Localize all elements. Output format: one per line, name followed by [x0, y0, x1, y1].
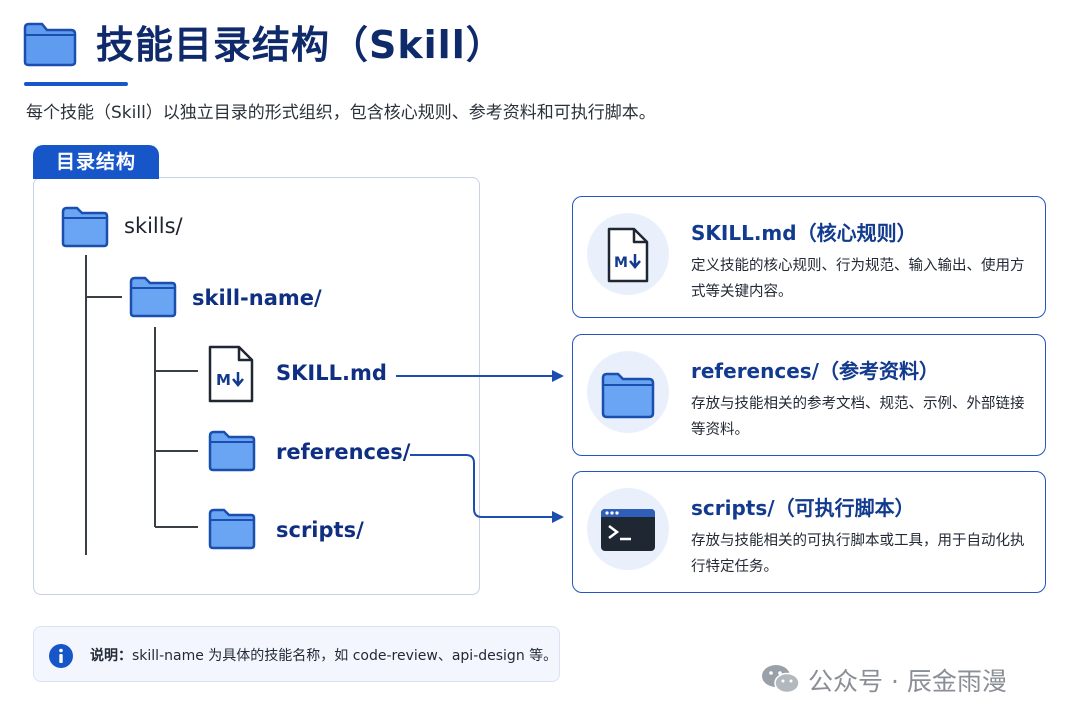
card-description: 存放与技能相关的参考文档、规范、示例、外部链接等资料。	[691, 396, 1025, 438]
page-title: 技能目录结构（Skill）	[96, 23, 505, 67]
card-skill-md: M SKILL.md（核心规则） 定义技能的核心规则、行为规范、输入输出、使用方…	[572, 196, 1046, 318]
svg-text:M: M	[216, 371, 231, 389]
svg-text:M: M	[614, 255, 628, 271]
note-label: 说明：	[90, 648, 132, 664]
folder-icon	[60, 205, 110, 253]
card-title: references/（参考资料）	[691, 359, 939, 383]
watermark-text: 公众号 · 辰金雨漫	[808, 667, 1007, 696]
tree-item-label: scripts/	[276, 518, 364, 542]
card-title: SKILL.md（核心规则）	[691, 221, 917, 245]
tree-child-label: skill-name/	[192, 286, 322, 310]
tree-item-label: SKILL.md	[276, 361, 387, 385]
markdown-file-icon: M	[207, 344, 255, 408]
tree-root-label: skills/	[124, 214, 183, 238]
note-body: skill-name 为具体的技能名称，如 code-review、api-de…	[132, 648, 558, 664]
card-icon-circle	[587, 488, 669, 570]
folder-icon	[601, 372, 655, 419]
card-scripts: scripts/（可执行脚本） 存放与技能相关的可执行脚本或工具，用于自动化执行…	[572, 471, 1046, 593]
card-title: scripts/（可执行脚本）	[691, 496, 915, 520]
card-description: 定义技能的核心规则、行为规范、输入输出、使用方式等关键内容。	[691, 258, 1025, 300]
terminal-icon	[601, 509, 655, 551]
wechat-icon	[762, 665, 800, 694]
note-text: 说明：skill-name 为具体的技能名称，如 code-review、api…	[90, 645, 557, 665]
title-folder-icon	[22, 20, 78, 68]
title-underline	[24, 82, 128, 86]
folder-icon	[207, 429, 257, 477]
tree-item-label: references/	[276, 440, 411, 464]
watermark: 公众号 · 辰金雨漫	[760, 658, 1060, 698]
markdown-file-icon: M	[607, 227, 649, 283]
folder-icon	[207, 507, 257, 555]
structure-panel	[33, 177, 480, 595]
structure-panel-tag: 目录结构	[33, 145, 159, 179]
card-icon-circle	[587, 351, 669, 433]
note-box: 说明：skill-name 为具体的技能名称，如 code-review、api…	[33, 626, 560, 682]
card-references: references/（参考资料） 存放与技能相关的参考文档、规范、示例、外部链…	[572, 334, 1046, 456]
card-description: 存放与技能相关的可执行脚本或工具，用于自动化执行特定任务。	[691, 533, 1025, 575]
folder-icon	[128, 275, 178, 323]
card-icon-circle: M	[587, 213, 669, 295]
info-icon	[49, 644, 73, 668]
page-subtitle: 每个技能（Skill）以独立目录的形式组织，包含核心规则、参考资料和可执行脚本。	[26, 103, 656, 123]
